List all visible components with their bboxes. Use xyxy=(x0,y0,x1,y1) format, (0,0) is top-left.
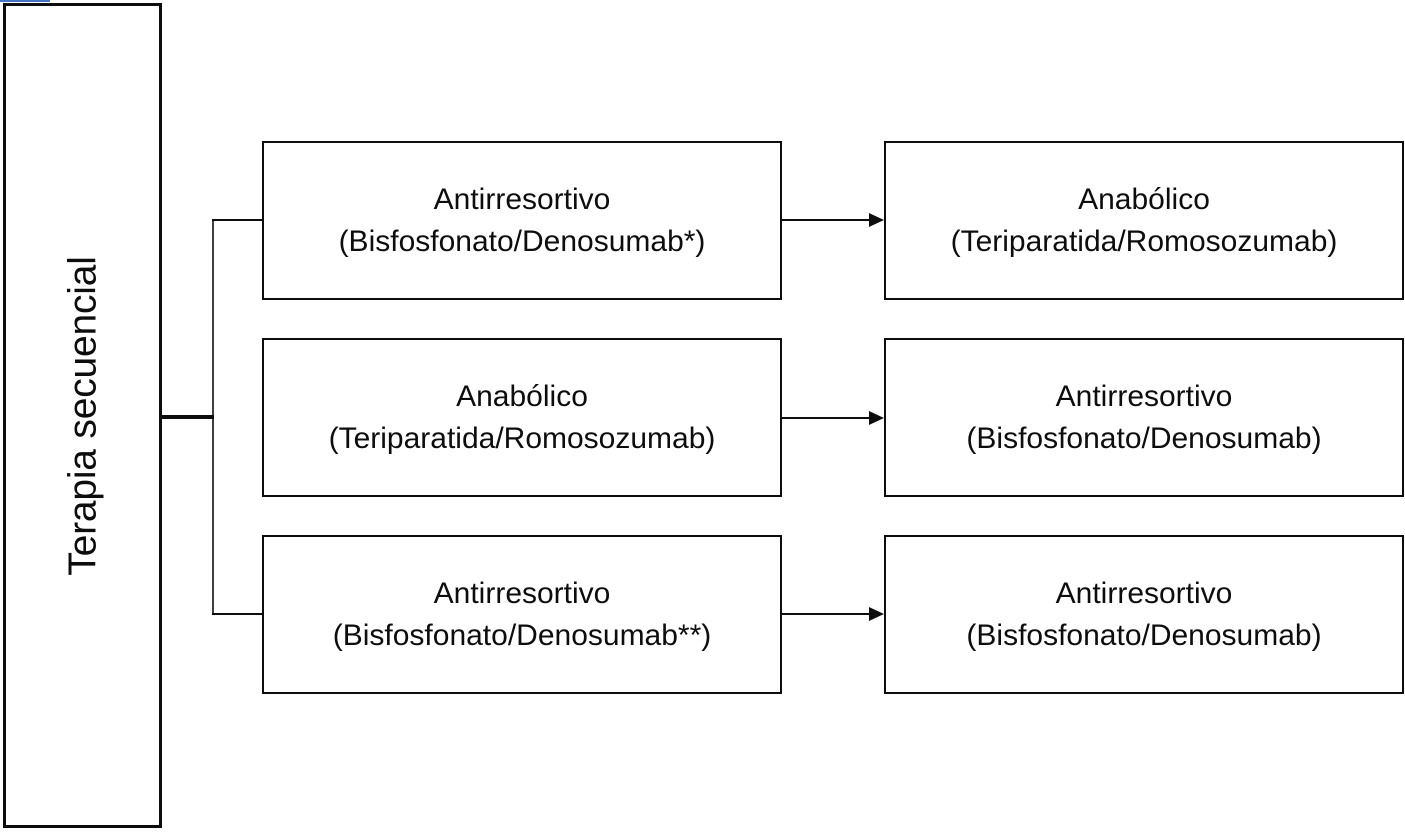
node-row-2-from[interactable]: Anabólico (Teriparatida/Romosozumab) xyxy=(262,338,782,497)
node-row-1-from-line2: (Bisfosfonato/Denosumab*) xyxy=(338,224,706,258)
arrow-row-1-shaft xyxy=(782,219,870,221)
node-row-1-to-line1: Anabólico xyxy=(1078,183,1210,217)
node-row-3-to-line2: (Bisfosfonato/Denosumab) xyxy=(966,618,1322,652)
arrow-row-3 xyxy=(782,606,884,622)
node-row-1-to[interactable]: Anabólico (Teriparatida/Romosozumab) xyxy=(884,141,1404,300)
arrow-row-2 xyxy=(782,410,884,426)
node-row-3-from-line1: Antirresortivo xyxy=(433,577,611,611)
node-row-2-from-line2: (Teriparatida/Romosozumab) xyxy=(328,421,716,455)
node-row-2-to-line2: (Bisfosfonato/Denosumab) xyxy=(966,421,1322,455)
node-row-3-to-line1: Antirresortivo xyxy=(1055,577,1233,611)
root-node-label: Terapia secuencial xyxy=(61,255,104,576)
arrow-row-3-head-icon xyxy=(869,607,884,621)
node-row-1-to-line2: (Teriparatida/Romosozumab) xyxy=(950,224,1338,258)
connector-root-stub xyxy=(162,415,214,419)
node-row-1-from[interactable]: Antirresortivo (Bisfosfonato/Denosumab*) xyxy=(262,141,782,300)
node-row-2-from-line1: Anabólico xyxy=(456,380,588,414)
node-row-2-to[interactable]: Antirresortivo (Bisfosfonato/Denosumab) xyxy=(884,338,1404,497)
arrow-row-1 xyxy=(782,212,884,228)
node-row-3-from-line2: (Bisfosfonato/Denosumab**) xyxy=(332,618,712,652)
node-row-2-to-line1: Antirresortivo xyxy=(1055,380,1233,414)
node-row-3-to[interactable]: Antirresortivo (Bisfosfonato/Denosumab) xyxy=(884,535,1404,694)
node-row-3-from[interactable]: Antirresortivo (Bisfosfonato/Denosumab**… xyxy=(262,535,782,694)
arrow-row-3-shaft xyxy=(782,613,870,615)
connector-branch-row-1 xyxy=(212,219,263,221)
arrow-row-2-shaft xyxy=(782,417,870,419)
connector-branch-row-3 xyxy=(212,613,263,615)
root-node-terapia-secuencial[interactable]: Terapia secuencial xyxy=(3,3,162,828)
arrow-row-2-head-icon xyxy=(869,411,884,425)
connector-branch-row-2-blue xyxy=(0,0,50,2)
arrow-row-1-head-icon xyxy=(869,213,884,227)
node-row-1-from-line1: Antirresortivo xyxy=(433,183,611,217)
